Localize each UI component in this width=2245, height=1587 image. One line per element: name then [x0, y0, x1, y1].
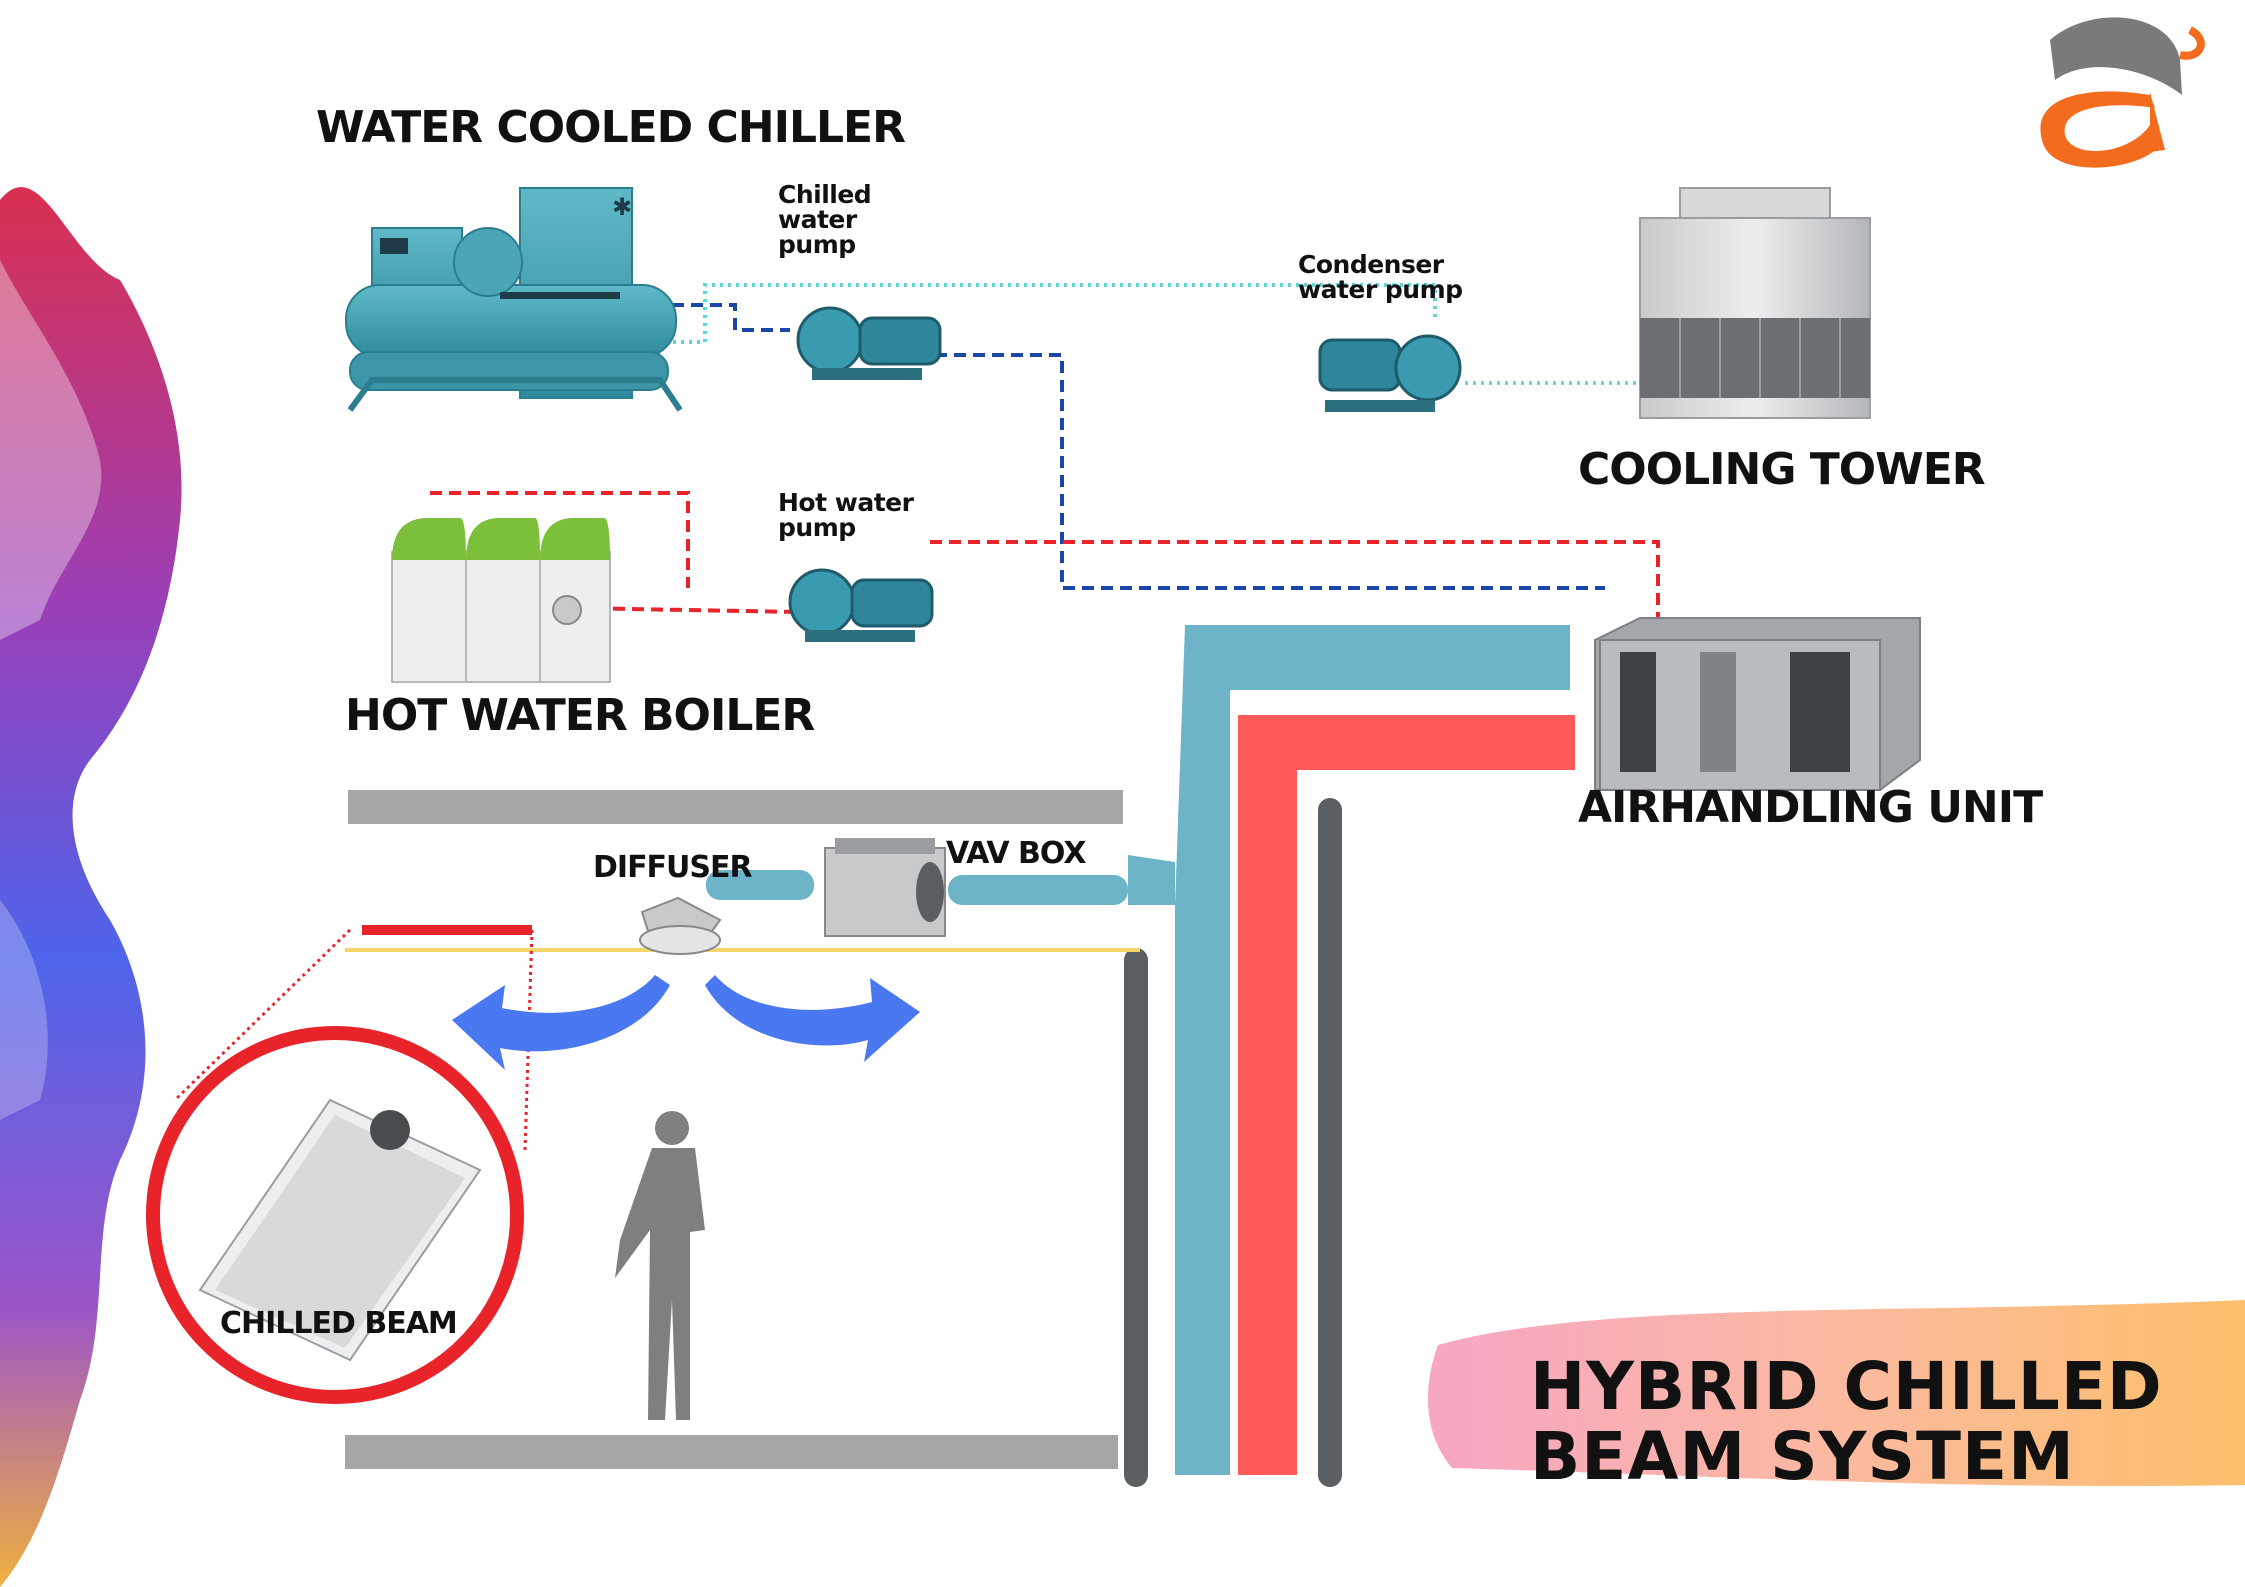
condenser-water-pump-image — [1318, 334, 1462, 412]
condenser-water-pump-label: Condenser water pump — [1298, 250, 1463, 304]
floor-slab — [345, 1435, 1118, 1469]
person-silhouette-icon — [615, 1111, 705, 1420]
airhandling-unit-image — [1594, 617, 1921, 791]
chilled-water-pipe — [672, 303, 1605, 590]
hot-air-duct — [1238, 715, 1575, 1475]
ceiling-slab — [348, 790, 1123, 824]
cooling-tower-image — [1639, 187, 1871, 419]
page-title: HYBRID CHILLED BEAM SYSTEM — [1530, 1352, 2163, 1492]
title-line-2: BEAM SYSTEM — [1530, 1418, 2075, 1495]
diffuser-image — [639, 896, 722, 955]
airflow-arrow-left — [452, 975, 670, 1070]
airflow-arrow-right — [705, 975, 920, 1062]
chilled-water-pump-label: Chilled water pump — [778, 180, 872, 259]
hot-water-pump-image — [788, 568, 934, 642]
title-brush-background — [1427, 1300, 2245, 1487]
hot-water-pump-label: Hot water pump — [778, 488, 914, 542]
diffuser-label: DIFFUSER — [593, 850, 753, 885]
airhandling-unit-label: AIRHANDLING UNIT — [1578, 782, 2043, 833]
chilled-beam-image — [198, 1098, 482, 1362]
decorative-brush-swirl — [0, 187, 182, 1587]
chilled-water-pump-image — [796, 306, 942, 380]
vav-box-image — [824, 838, 946, 937]
title-line-1: HYBRID CHILLED — [1530, 1348, 2163, 1425]
supply-air-duct-branch — [1128, 855, 1175, 905]
vav-box-label: VAV BOX — [946, 836, 1086, 871]
svg-text:✱: ✱ — [612, 193, 632, 221]
duct-branch-to-diffuser — [706, 870, 814, 900]
hot-water-pipe — [430, 491, 1660, 640]
water-cooled-chiller-label: WATER COOLED CHILLER — [316, 102, 906, 153]
water-cooled-chiller-image: ✱ — [345, 187, 683, 412]
supply-air-duct — [1128, 625, 1570, 1475]
chilled-beam-label: CHILLED BEAM — [220, 1306, 458, 1341]
cooling-tower-label: COOLING TOWER — [1578, 444, 1986, 495]
hot-water-boiler-label: HOT WATER BOILER — [345, 690, 815, 741]
brand-logo-icon — [2040, 17, 2205, 168]
duct-branch-to-vav — [948, 875, 1128, 905]
condenser-water-pipe — [665, 283, 1640, 385]
hot-water-boiler-image — [391, 518, 611, 683]
